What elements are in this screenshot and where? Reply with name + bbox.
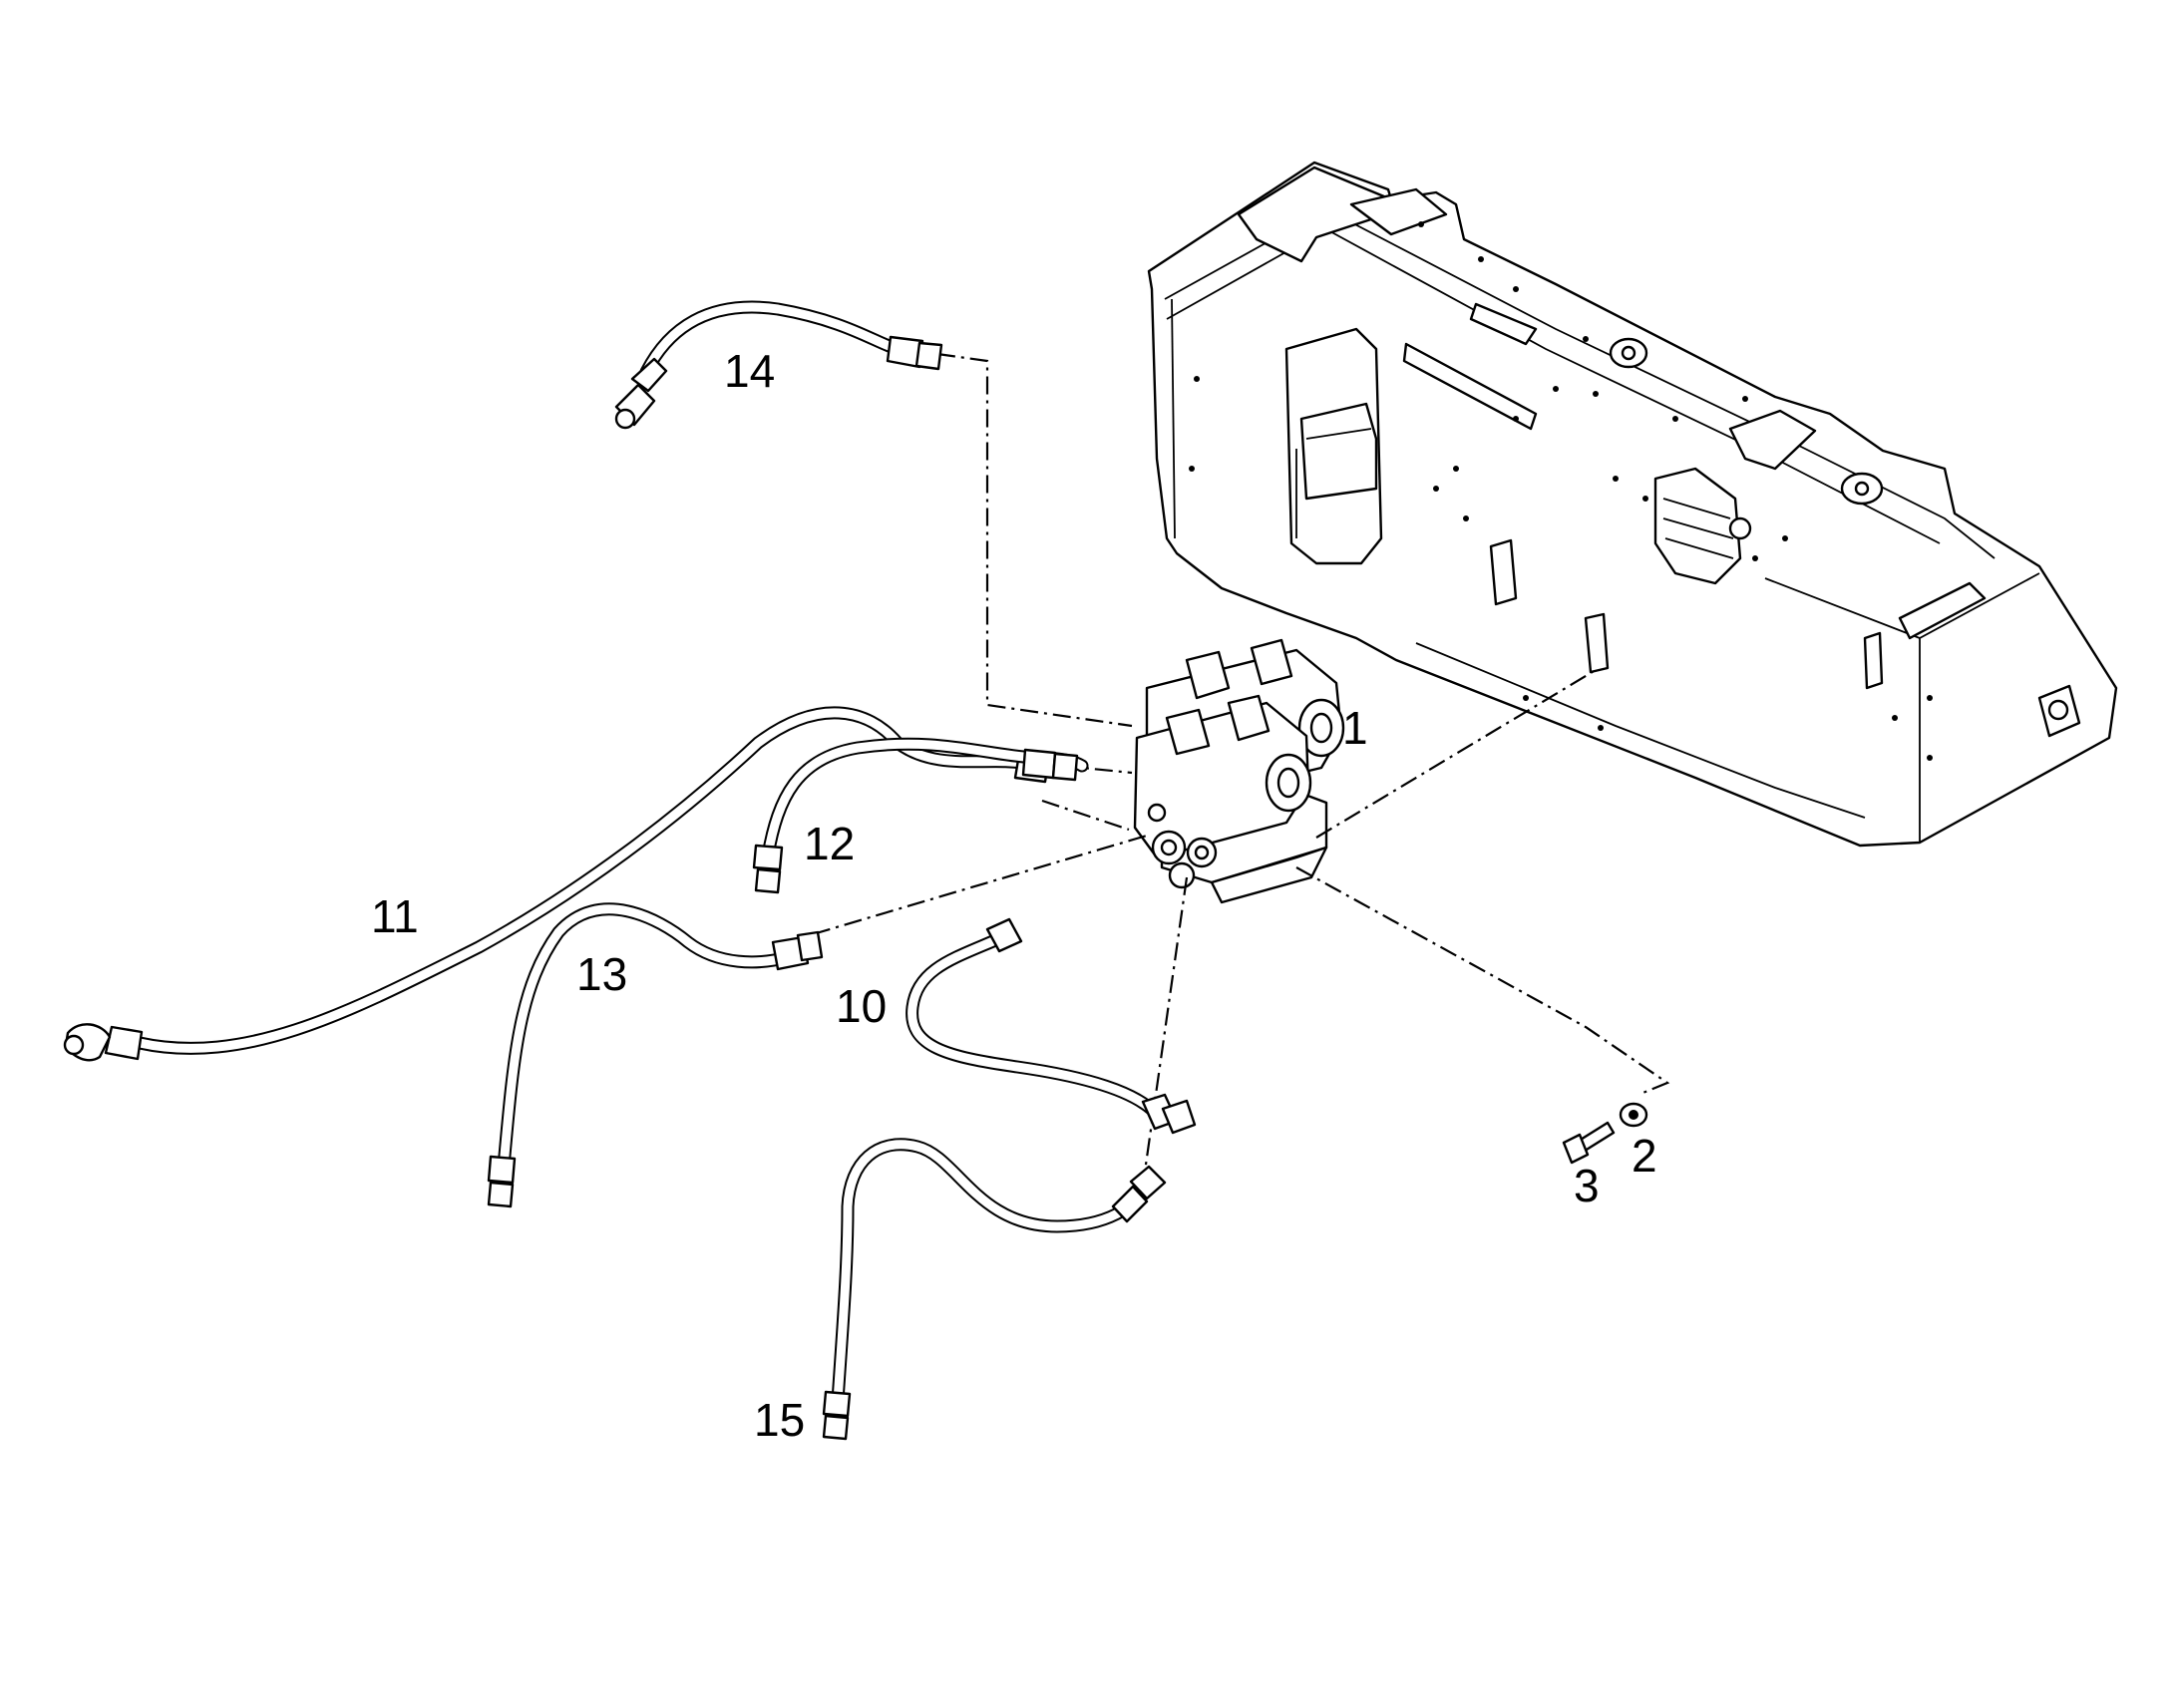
hose-14: [614, 300, 943, 430]
hose-15: [822, 1138, 1167, 1441]
frame-assembly: [1147, 161, 2118, 848]
hose-12: [752, 737, 1089, 894]
hose-13: [487, 902, 824, 1208]
callout-1: 1: [1342, 702, 1368, 754]
hose-11: [63, 706, 1051, 1062]
callout-12: 12: [804, 818, 855, 869]
callout-13: 13: [576, 948, 627, 1000]
leader-lines: [812, 352, 1670, 1173]
valve-manifold: [1133, 638, 1345, 904]
callout-14: 14: [724, 345, 775, 397]
hose-10: [906, 917, 1197, 1135]
callout-3: 3: [1574, 1160, 1600, 1211]
callout-2: 2: [1632, 1130, 1657, 1182]
callout-labels: 1 2 3 10 11 12 13 14 15: [371, 345, 1657, 1446]
callout-15: 15: [754, 1394, 805, 1446]
bolt-3: [1562, 1121, 1616, 1165]
washer-2: [1619, 1102, 1648, 1128]
callout-10: 10: [836, 980, 887, 1032]
callout-11: 11: [371, 890, 419, 942]
